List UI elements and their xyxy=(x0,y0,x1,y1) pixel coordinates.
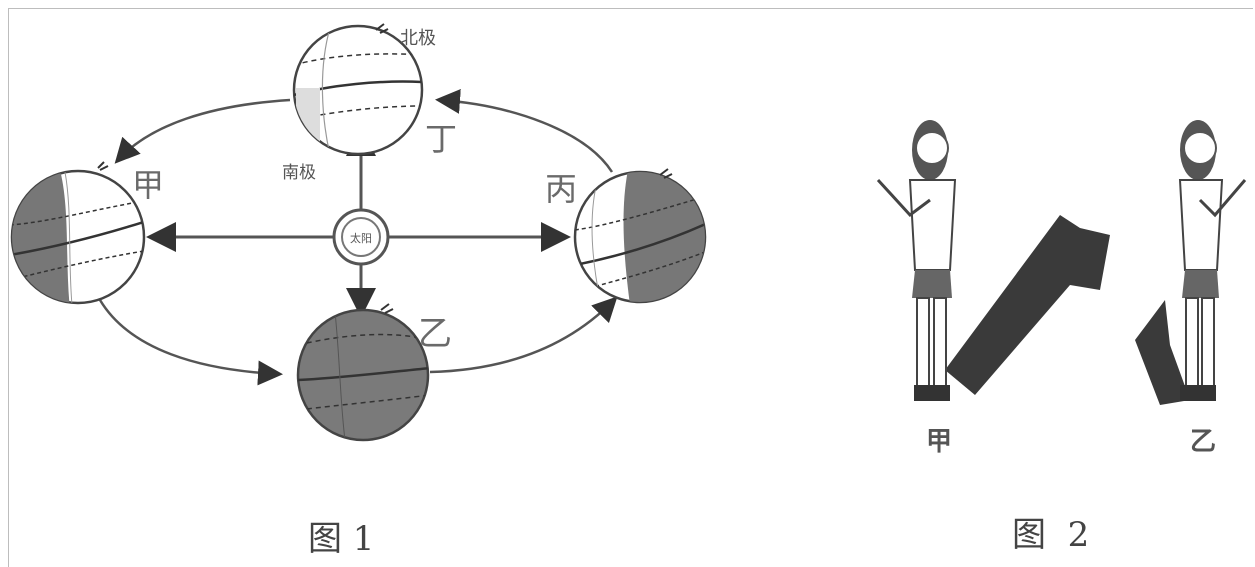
north-pole-label: 北极 xyxy=(400,28,436,49)
south-pole-label: 南极 xyxy=(282,163,316,183)
orbit-path xyxy=(98,88,618,386)
sun-label: 太阳 xyxy=(350,232,372,245)
label-ding: 丁 xyxy=(425,120,457,158)
earth-jia xyxy=(10,161,146,305)
sun: 太阳 xyxy=(332,208,390,266)
figure1-diagram: 太阳 xyxy=(10,23,707,559)
sun-rays xyxy=(146,126,571,318)
figure2-label-right: 乙 xyxy=(1190,427,1216,457)
figure-frame xyxy=(8,8,1253,567)
earth-yi xyxy=(296,303,430,442)
figure1-caption: 图 1 xyxy=(308,519,374,559)
girl-yi xyxy=(1135,120,1247,405)
label-jia: 甲 xyxy=(132,166,164,204)
earth-bing xyxy=(573,168,707,304)
figure2-label-left: 甲 xyxy=(926,427,952,457)
label-bing: 丙 xyxy=(545,170,577,208)
girl-jia xyxy=(876,120,1110,401)
figure2-caption: 图 2 xyxy=(1012,515,1089,555)
label-yi: 乙 xyxy=(418,314,452,354)
figure2-diagram: 甲 乙 图 2 xyxy=(876,120,1247,555)
